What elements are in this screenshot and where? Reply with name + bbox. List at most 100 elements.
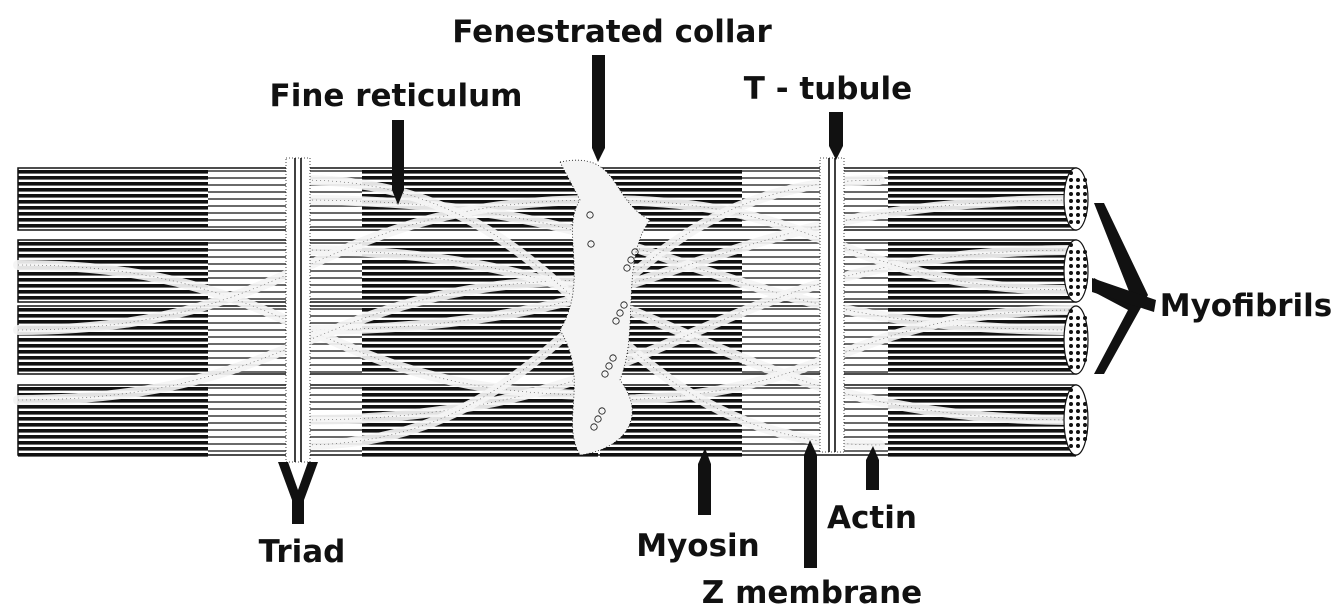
label-myofibrils: Myofibrils	[1160, 288, 1332, 324]
filament-dot	[1076, 365, 1080, 369]
filament-dot	[1076, 178, 1080, 182]
myosin-filament	[18, 248, 208, 252]
myosin-filament	[18, 447, 208, 451]
filament-dot	[1076, 323, 1080, 327]
filament-dot	[1069, 220, 1073, 224]
label-triad: Triad	[259, 534, 346, 570]
filament-dot	[1076, 344, 1080, 348]
filament-dot	[1069, 178, 1073, 182]
filament-dot	[1069, 444, 1073, 448]
myosin-filament	[18, 194, 208, 198]
filament-dot	[1076, 278, 1080, 282]
myosin-filament	[600, 182, 742, 186]
filament-dot	[1076, 330, 1080, 334]
myosin-filament	[18, 423, 208, 427]
myosin-filament	[18, 242, 208, 246]
myosin-filament	[362, 344, 598, 348]
myosin-filament	[600, 188, 742, 192]
myosin-filament	[362, 441, 598, 445]
myosin-filament	[362, 423, 598, 427]
filament-dot	[1076, 444, 1080, 448]
myosin-filament	[18, 417, 208, 421]
filament-dot	[1083, 358, 1087, 362]
filament-dot	[1069, 257, 1073, 261]
filament-dot	[1069, 388, 1073, 392]
myosin-filament	[18, 362, 208, 366]
myosin-filament	[888, 296, 1076, 300]
filament-dot	[1076, 250, 1080, 254]
filament-dot	[1076, 264, 1080, 268]
myosin-filament	[600, 441, 742, 445]
filament-dot	[1083, 351, 1087, 355]
myosin-filament	[888, 176, 1076, 180]
filament-dot	[1083, 344, 1087, 348]
filament-dot	[1083, 285, 1087, 289]
filament-dot	[1076, 185, 1080, 189]
filament-dot	[1069, 351, 1073, 355]
filament-dot	[1083, 192, 1087, 196]
filament-dot	[1076, 416, 1080, 420]
filament-dot	[1069, 395, 1073, 399]
filament-dot	[1083, 402, 1087, 406]
filament-dot	[1076, 395, 1080, 399]
filament-dot	[1076, 213, 1080, 217]
filament-dot	[1083, 271, 1087, 275]
myosin-filament	[888, 399, 1076, 403]
filament-dot	[1076, 423, 1080, 427]
filament-dot	[1076, 220, 1080, 224]
fine-reticulum-arrow	[392, 120, 404, 205]
myosin-filament	[18, 441, 208, 445]
filament-dot	[1069, 309, 1073, 313]
myosin-filament	[888, 362, 1076, 366]
myosin-filament	[600, 453, 742, 457]
fenestrated-collar-arrow	[592, 55, 605, 162]
myosin-filament	[18, 344, 208, 348]
filament-dot	[1083, 250, 1087, 254]
filament-dot	[1083, 257, 1087, 261]
filament-dot	[1076, 199, 1080, 203]
myosin-filament	[362, 272, 598, 276]
myosin-filament	[888, 224, 1076, 228]
filament-dot	[1076, 358, 1080, 362]
filament-dot	[1083, 323, 1087, 327]
myosin-filament	[888, 170, 1076, 174]
filament-dot	[1069, 206, 1073, 210]
filament-dot	[1083, 409, 1087, 413]
label-z-membrane: Z membrane	[702, 575, 922, 610]
myosin-filament	[888, 188, 1076, 192]
myosin-filament	[18, 188, 208, 192]
filament-dot	[1076, 337, 1080, 341]
filament-dot	[1069, 278, 1073, 282]
z-membrane-arrow	[804, 440, 817, 568]
myosin-filament	[18, 200, 208, 204]
filament-dot	[1083, 185, 1087, 189]
label-t-tubule: T - tubule	[744, 71, 912, 107]
filament-dot	[1076, 316, 1080, 320]
myosin-filament	[888, 429, 1076, 433]
filament-dot	[1069, 316, 1073, 320]
myosin-filament	[888, 356, 1076, 360]
filament-dot	[1069, 423, 1073, 427]
filament-dot	[1083, 264, 1087, 268]
filament-dot	[1083, 178, 1087, 182]
filament-dot	[1069, 344, 1073, 348]
myosin-filament	[888, 435, 1076, 439]
filament-dot	[1069, 330, 1073, 334]
myosin-filament	[18, 224, 208, 228]
filament-dot	[1083, 437, 1087, 441]
filament-dot	[1076, 292, 1080, 296]
myofibril-end	[1064, 168, 1088, 230]
filament-dot	[1076, 351, 1080, 355]
myosin-filament	[888, 387, 1076, 391]
myosin-filament	[888, 182, 1076, 186]
myosin-filament	[888, 393, 1076, 397]
myosin-filament	[362, 242, 598, 246]
filament-dot	[1083, 213, 1087, 217]
filament-dot	[1076, 257, 1080, 261]
myosin-filament	[18, 218, 208, 222]
filament-dot	[1083, 430, 1087, 434]
filament-dot	[1069, 416, 1073, 420]
triad-column	[286, 158, 310, 462]
